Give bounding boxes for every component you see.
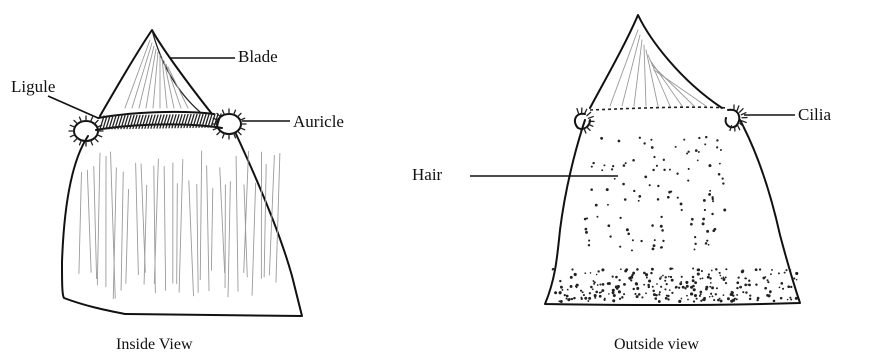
outside-collar-line bbox=[590, 107, 728, 110]
ligule-hatching bbox=[100, 114, 221, 129]
hair-label: Hair bbox=[412, 165, 443, 184]
inside-sheath-outline bbox=[62, 134, 302, 316]
outside-view-caption: Outside view bbox=[614, 336, 699, 353]
outside-base-stippling bbox=[552, 267, 799, 303]
inside-view-figure bbox=[62, 30, 302, 316]
outside-blade-outline bbox=[590, 15, 722, 108]
inside-sheath-shading bbox=[79, 151, 280, 299]
ligule-label: Ligule bbox=[11, 77, 55, 96]
cilia-label: Cilia bbox=[798, 105, 832, 124]
blade-label: Blade bbox=[238, 47, 278, 66]
outside-view-figure bbox=[545, 15, 800, 305]
outside-sheath-outline bbox=[545, 120, 800, 305]
inside-view-caption: Inside View bbox=[116, 336, 193, 353]
auricle-label: Auricle bbox=[293, 112, 344, 131]
inside-blade-shading bbox=[125, 40, 188, 108]
outside-hair-dots bbox=[584, 136, 726, 251]
ligule-leader-line bbox=[48, 96, 98, 118]
